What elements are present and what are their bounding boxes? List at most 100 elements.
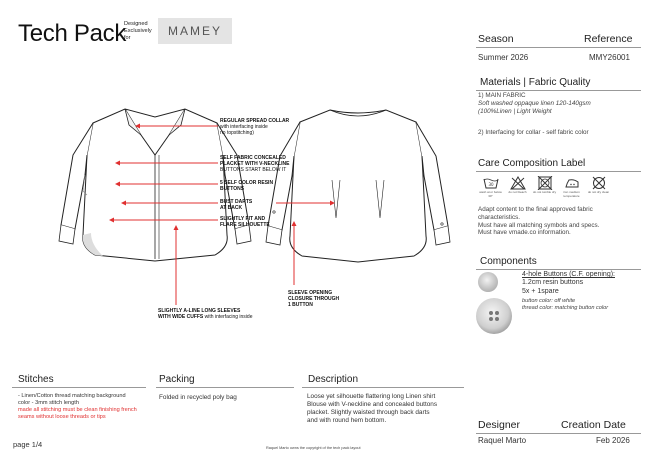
stitches-line-3: made all stitching must be clean finishi… xyxy=(18,407,137,413)
care-item: do not bleach xyxy=(505,176,530,204)
care-caption: do not dry clean xyxy=(587,190,610,194)
annotation-sleeve-opening-3: 1 BUTTON xyxy=(288,302,313,308)
page-number: page 1/4 xyxy=(13,440,43,449)
components-line-5: thread color: matching button color xyxy=(522,305,609,311)
annotation-placket-1: SELF FABRIC CONCEALED xyxy=(220,155,286,161)
annotation-placket-3: BUTTONS START BELOW IT xyxy=(220,167,287,173)
season-value: Summer 2026 xyxy=(478,53,529,62)
materials-heading: Materials | Fabric Quality xyxy=(480,77,591,88)
designed-line-3: for xyxy=(124,35,131,41)
button-photo-small xyxy=(478,272,498,292)
svg-text:30: 30 xyxy=(488,182,494,187)
annotation-collar-sub-2: no topstitching) xyxy=(220,130,254,136)
materials-line-2: Soft washed oppaque linen 120-140gsm xyxy=(478,99,591,107)
care-note-1: Adapt content to the final approved fabr… xyxy=(478,206,593,213)
care-item: iron medium temperature xyxy=(559,176,584,204)
care-icons-row: 30 wash at or below 30° do not bleach do… xyxy=(478,176,638,204)
annotation-fit: SLIGHTLY FIT AND FLARE SILHOUETTE xyxy=(220,216,270,228)
care-item: do not dry clean xyxy=(586,176,611,204)
annotation-buttons: 5 SELF COLOR RESIN BUTTONS xyxy=(220,180,273,192)
designed-line-1: Designed xyxy=(124,21,148,27)
annotation-sleeves-2-sub: with interfacing inside xyxy=(204,314,253,320)
description-line-3: placket. Slightly waisted through back d… xyxy=(307,409,430,416)
description-line-1: Loose yet silhouette flattering long Lin… xyxy=(307,393,436,400)
description-line-4: and with round hem bottom. xyxy=(307,417,387,424)
back-view-drawing xyxy=(265,109,451,263)
description-heading: Description xyxy=(308,374,359,385)
description-line-2: Blouse with V-neckline and concealed but… xyxy=(307,401,438,408)
do-not-dry-clean-icon xyxy=(592,176,605,190)
care-caption: iron medium temperature xyxy=(563,190,580,198)
annotation-fit-1: SLIGHTLY FIT AND xyxy=(220,216,266,222)
components-line-1: 4-hole Buttons (C.F. opening): xyxy=(522,271,615,278)
components-heading: Components xyxy=(480,256,537,267)
designed-for-label: Designed Exclusively for xyxy=(124,21,152,42)
packing-heading: Packing xyxy=(159,374,195,385)
components-colors: button color: off white thread color: ma… xyxy=(522,298,608,312)
materials-line-4: 2) Interfacing for collar - self fabric … xyxy=(478,129,589,136)
divider xyxy=(302,387,464,388)
annotation-darts: BUST DARTS AT BACK xyxy=(220,199,252,211)
annotation-fit-2: FLARE SILHOUETTE xyxy=(220,222,270,228)
divider xyxy=(476,47,641,48)
reference-label: Reference xyxy=(584,33,633,45)
materials-line-3: (100%Linen | Light Weight xyxy=(478,107,552,115)
stitches-line-1: - Linen/Cotton thread matching backgroun… xyxy=(18,393,126,399)
care-caption: do not tumble dry xyxy=(532,190,557,194)
annotation-sleeves-1: SLIGHTLY A-LINE LONG SLEEVES xyxy=(158,308,241,314)
annotation-buttons-1: 5 SELF COLOR RESIN xyxy=(220,180,274,186)
brand-logo: MAMEY xyxy=(158,18,232,44)
creation-date-value: Feb 2026 xyxy=(596,436,630,445)
annotation-darts-2: AT BACK xyxy=(220,205,243,211)
designed-line-2: Exclusively xyxy=(124,28,152,34)
annotation-buttons-2: BUTTONS xyxy=(220,186,245,192)
annotation-darts-1: BUST DARTS xyxy=(220,199,253,205)
stitches-line-2: color - 3mm stitch length xyxy=(18,400,79,406)
packing-line-1: Folded in recycled poly bag xyxy=(159,394,237,401)
reference-value: MMY26001 xyxy=(589,53,630,62)
wash-30-icon: 30 xyxy=(483,178,498,189)
care-caption: wash at or below 30° xyxy=(479,190,502,198)
annotation-placket: SELF FABRIC CONCEALED PLACKET WITH V-NEC… xyxy=(220,155,289,173)
copyright-notice: Raquel Marto owns the copyright of the t… xyxy=(266,446,361,450)
annotation-sleeve-opening-2: CLOSURE THROUGH xyxy=(288,296,340,302)
divider xyxy=(476,269,641,270)
season-label: Season xyxy=(478,33,514,45)
do-not-bleach-icon xyxy=(509,176,526,190)
divider xyxy=(156,387,294,388)
annotation-sleeves: SLIGHTLY A-LINE LONG SLEEVES WITH WIDE C… xyxy=(158,308,252,320)
do-not-tumble-dry-icon xyxy=(537,176,552,190)
components-line-3: 5x + 1spare xyxy=(522,287,559,295)
annotation-collar-title: REGULAR SPREAD COLLAR xyxy=(220,118,290,124)
stitches-line-4: seams without loose threads or tips xyxy=(18,414,106,420)
button-photo-large xyxy=(476,298,512,334)
materials-line-1: 1) MAIN FABRIC xyxy=(478,92,526,99)
annotation-sleeve-opening: SLEEVE OPENING CLOSURE THROUGH 1 BUTTON xyxy=(288,290,339,308)
creation-date-label: Creation Date xyxy=(561,419,626,431)
care-item: 30 wash at or below 30° xyxy=(478,176,503,204)
components-line-2: 1.2cm resin buttons xyxy=(522,279,584,287)
button-holes-icon xyxy=(489,311,499,321)
care-heading: Care Composition Label xyxy=(478,158,586,169)
divider xyxy=(476,171,641,172)
materials-text: 1) MAIN FABRIC Soft washed oppaque linen… xyxy=(478,92,591,115)
designer-label: Designer xyxy=(478,419,521,431)
components-text: 4-hole Buttons (C.F. opening): 1.2cm res… xyxy=(522,271,615,296)
annotation-collar: REGULAR SPREAD COLLAR with interfacing i… xyxy=(220,118,289,136)
components-line-4: button color: off white xyxy=(522,298,576,304)
care-note-4: Must have vmade.co information. xyxy=(478,229,571,237)
care-note-3: Must have all matching symbols and specs… xyxy=(478,221,600,229)
front-view-drawing xyxy=(58,108,252,262)
annotation-sleeve-opening-1: SLEEVE OPENING xyxy=(288,290,333,296)
stitches-heading: Stitches xyxy=(18,374,54,385)
annotation-placket-2: PLACKET WITH V-NECKLINE xyxy=(220,161,290,167)
divider xyxy=(476,90,641,91)
page-title: Tech Pack xyxy=(18,20,127,47)
divider xyxy=(476,433,641,434)
iron-medium-icon xyxy=(564,179,578,188)
care-caption: do not bleach xyxy=(508,190,527,194)
care-item: do not tumble dry xyxy=(532,176,557,204)
stitches-text: - Linen/Cotton thread matching backgroun… xyxy=(18,393,137,421)
